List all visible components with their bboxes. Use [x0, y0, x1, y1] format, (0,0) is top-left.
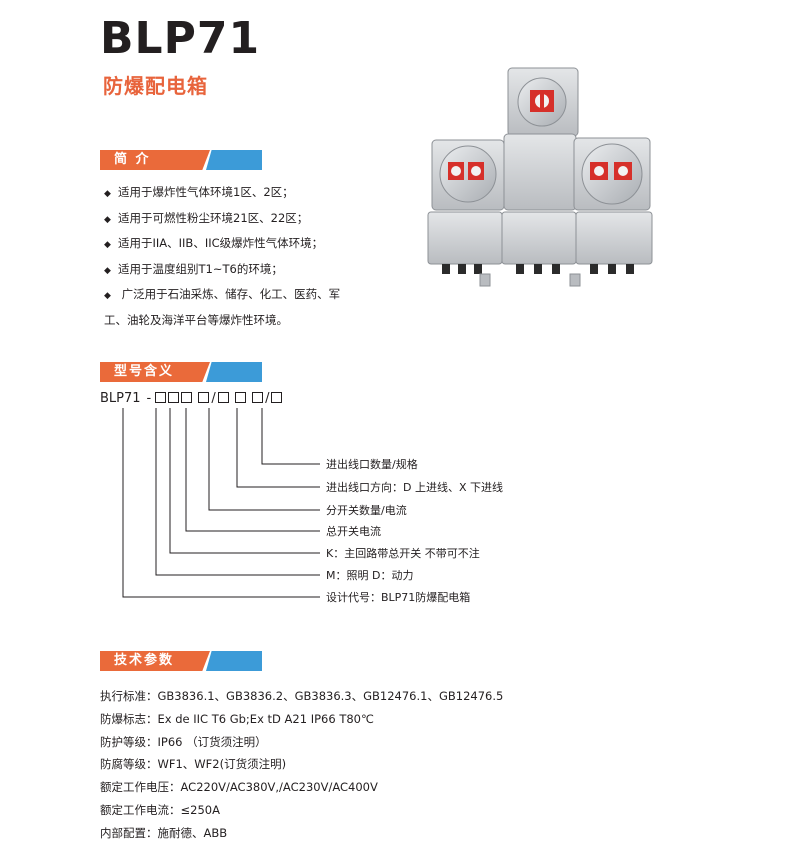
code-box	[181, 392, 193, 403]
intro-list: ◆适用于爆炸性气体环境1区、2区； ◆适用于可燃性粉尘环境21区、22区； ◆适…	[104, 181, 384, 332]
tech-params-list: 执行标准：GB3836.1、GB3836.2、GB3836.3、GB12476.…	[100, 685, 503, 845]
tech-params-section-header: 技术参数	[100, 651, 262, 671]
tech-params-section-label: 技术参数	[114, 653, 175, 668]
param-row: 额定工作电流：≤250A	[100, 802, 220, 817]
list-item: ◆适用于温度组别T1~T6的环境；	[104, 258, 384, 284]
list-item: ◆适用于IIA、IIB、IIC级爆炸性气体环境；	[104, 232, 384, 258]
param-row: 额定工作电压：AC220V/AC380V,/AC230V/AC400V	[100, 780, 378, 795]
list-item: ◆ 广泛用于石油采炼、储存、化工、医药、军	[104, 283, 384, 309]
legend-item: 设计代号：BLP71防爆配电箱	[326, 591, 471, 604]
product-name-subtitle: 防爆配电箱	[103, 74, 208, 98]
param-row: 防爆标志：Ex de IIC T6 Gb;Ex tD A21 IP66 T80℃	[100, 711, 374, 726]
list-item-continuation: 工、油轮及海洋平台等爆炸性环境。	[104, 312, 288, 327]
product-model-title: BLP71	[100, 13, 261, 64]
model-code-prefix: BLP71	[100, 391, 141, 406]
param-row: 执行标准：GB3836.1、GB3836.2、GB3836.3、GB12476.…	[100, 689, 504, 703]
legend-item: 进出线口方向：D 上进线、X 下进线	[326, 481, 503, 494]
code-box	[155, 392, 167, 403]
diamond-bullet-icon: ◆	[104, 291, 111, 301]
intro-section-header: 简 介	[100, 150, 262, 170]
model-code: BLP71- / /	[100, 390, 283, 408]
product-image	[427, 67, 653, 287]
param-row: 防护等级：IP66 （订货须注明）	[100, 734, 267, 749]
legend-item: M：照明 D：动力	[326, 569, 414, 582]
diamond-bullet-icon: ◆	[104, 189, 111, 199]
diamond-bullet-icon: ◆	[104, 214, 111, 225]
diamond-bullet-icon: ◆	[104, 240, 111, 250]
code-box	[198, 392, 210, 403]
legend-item: 分开关数量/电流	[326, 504, 407, 517]
diamond-bullet-icon: ◆	[104, 265, 111, 276]
code-box	[168, 392, 180, 403]
code-box	[217, 392, 229, 403]
model-code-dash: -	[146, 391, 152, 406]
list-item: ◆适用于可燃性粉尘环境21区、22区；	[104, 207, 384, 233]
intro-section-label: 简 介	[114, 152, 151, 167]
model-meaning-section-header: 型号含义	[100, 362, 262, 382]
legend-item: 进出线口数量/规格	[326, 458, 418, 471]
code-box	[234, 392, 246, 403]
param-row: 防腐等级：WF1、WF2(订货须注明)	[100, 757, 287, 772]
legend-item: K：主回路带总开关 不带可不注	[326, 547, 480, 560]
list-item: ◆适用于爆炸性气体环境1区、2区；	[104, 181, 384, 207]
param-row: 内部配置：施耐德、ABB	[100, 825, 228, 840]
legend-item: 总开关电流	[326, 525, 381, 538]
model-meaning-section-label: 型号含义	[114, 364, 175, 379]
code-box	[271, 392, 283, 403]
code-box	[252, 392, 264, 403]
